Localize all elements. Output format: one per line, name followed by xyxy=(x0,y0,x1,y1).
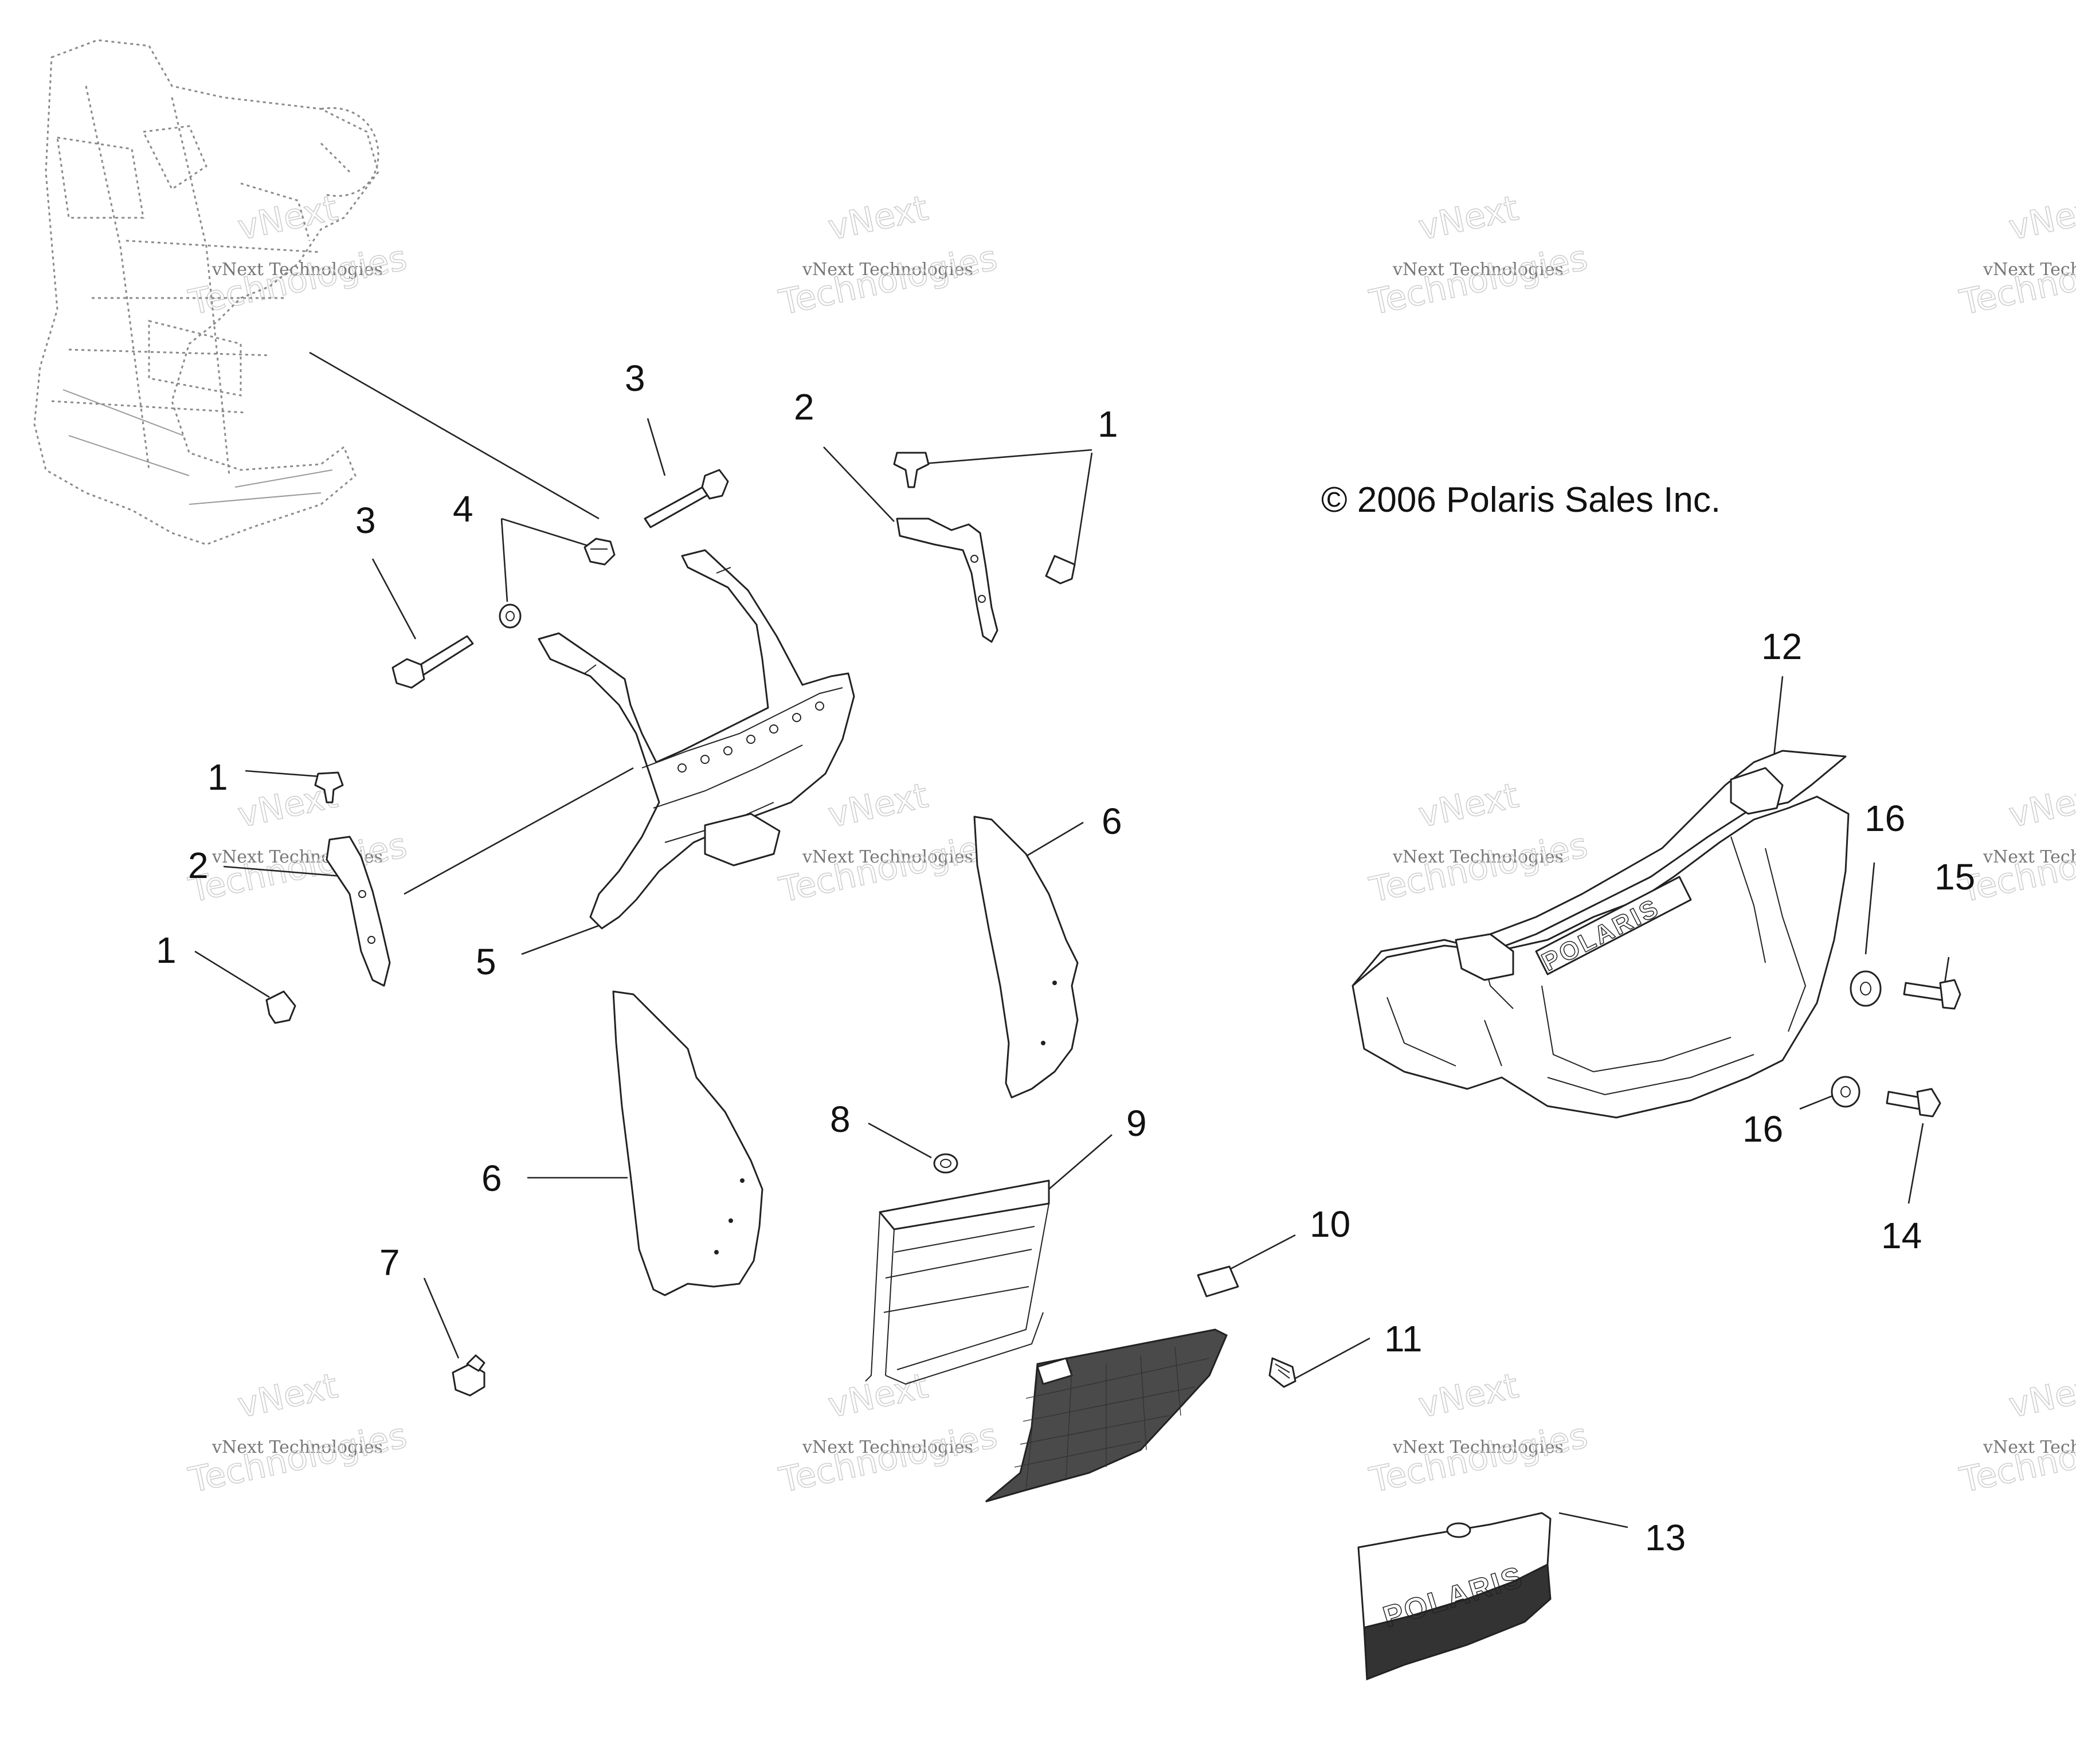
callout-11: 11 xyxy=(1384,1318,1422,1359)
bolt-3a xyxy=(644,469,729,528)
watermark: vNext vNext Technologies Technologies xyxy=(775,187,1001,323)
watermark: vNext vNext Technologies Technologies xyxy=(775,1365,1001,1501)
callout-1: 1 xyxy=(1098,403,1118,445)
svg-text:vNext Technologies: vNext Technologies xyxy=(802,1437,973,1457)
svg-text:vNext Technologies: vNext Technologies xyxy=(211,1437,383,1457)
callout-6: 6 xyxy=(481,1158,502,1199)
callout-labels: 1 2 3 3 4 1 2 1 5 6 6 7 8 9 10 11 12 13 … xyxy=(156,358,1975,1558)
callout-1: 1 xyxy=(156,930,177,971)
mesh-pattern xyxy=(1014,1346,1210,1491)
push-rivet-1b xyxy=(1045,555,1076,585)
svg-text:vNext: vNext xyxy=(825,775,931,836)
front-fascia: POLARIS xyxy=(1352,750,1850,1119)
washer-16b xyxy=(1831,1076,1860,1108)
grommet-8 xyxy=(933,1153,958,1174)
svg-text:vNext: vNext xyxy=(825,1366,931,1426)
callout-10: 10 xyxy=(1310,1204,1350,1245)
callout-13: 13 xyxy=(1645,1517,1686,1558)
svg-text:Technologies: Technologies xyxy=(185,1416,410,1501)
side-panel-left xyxy=(612,990,763,1296)
washer-16a xyxy=(1850,970,1882,1007)
callout-12: 12 xyxy=(1761,626,1802,667)
copyright-notice: © 2006 Polaris Sales Inc. xyxy=(1321,480,1721,520)
svg-text:Technologies: Technologies xyxy=(775,1416,1001,1501)
callout-3: 3 xyxy=(355,500,376,541)
push-rivet-1a xyxy=(893,452,930,488)
screw-7 xyxy=(452,1354,485,1397)
svg-text:vNext Technologies: vNext Technologies xyxy=(1983,260,2076,280)
svg-text:Technologies: Technologies xyxy=(1956,238,2076,323)
watermark: vNext vNext Technologies Technologies xyxy=(1365,187,1591,323)
bumper-mount-holes xyxy=(677,701,824,773)
svg-text:Technologies: Technologies xyxy=(1956,1416,2076,1501)
svg-text:Technologies: Technologies xyxy=(1366,238,1591,323)
flange-nut-4 xyxy=(583,538,616,566)
svg-text:vNext Technologies: vNext Technologies xyxy=(802,847,973,867)
side-panel-right xyxy=(973,816,1079,1099)
svg-text:vNext: vNext xyxy=(1415,775,1522,836)
callout-6: 6 xyxy=(1102,801,1122,842)
vehicle-frame-reference xyxy=(33,39,379,546)
screw-11 xyxy=(1268,1357,1296,1388)
mesh-screen xyxy=(985,1265,1239,1503)
callout-4: 4 xyxy=(453,488,473,530)
push-rivet-1d xyxy=(265,990,296,1024)
callout-7: 7 xyxy=(379,1242,400,1283)
svg-text:vNext: vNext xyxy=(1415,188,1522,248)
svg-text:vNext Technologies: vNext Technologies xyxy=(1392,260,1564,280)
svg-text:vNext Technologies: vNext Technologies xyxy=(1983,1437,2076,1457)
callout-8: 8 xyxy=(830,1099,851,1140)
watermark: vNext vNext Technologies Technologies xyxy=(1956,1365,2076,1501)
callout-2: 2 xyxy=(794,386,814,428)
callout-1: 1 xyxy=(207,756,228,798)
callout-3: 3 xyxy=(625,358,645,399)
bolt-15 xyxy=(1903,979,1961,1010)
svg-text:vNext Technologies: vNext Technologies xyxy=(802,260,973,280)
callout-16: 16 xyxy=(1865,798,1905,839)
mount-bracket-lower xyxy=(326,836,391,987)
svg-text:vNext Technologies: vNext Technologies xyxy=(1983,847,2076,867)
svg-text:Technologies: Technologies xyxy=(1366,825,1591,911)
svg-text:Technologies: Technologies xyxy=(185,825,410,911)
washer-4 xyxy=(499,603,522,629)
svg-text:vNext: vNext xyxy=(1415,1366,1522,1426)
front-bumper-frame xyxy=(538,549,855,930)
bolt-3b xyxy=(391,635,474,689)
svg-text:Technologies: Technologies xyxy=(1366,1416,1591,1501)
push-rivet-1c xyxy=(314,771,344,803)
callout-5: 5 xyxy=(476,941,496,982)
watermark: vNext vNext Technologies Technologies xyxy=(185,1365,410,1501)
svg-text:vNext: vNext xyxy=(2006,775,2076,836)
watermark: vNext vNext Technologies Technologies xyxy=(1956,187,2076,323)
callout-14: 14 xyxy=(1881,1215,1922,1256)
mount-bracket-upper xyxy=(896,518,998,643)
svg-text:Technologies: Technologies xyxy=(775,238,1001,323)
svg-text:vNext: vNext xyxy=(234,1366,341,1426)
svg-text:vNext: vNext xyxy=(2006,188,2076,248)
callout-15: 15 xyxy=(1934,856,1975,897)
callout-9: 9 xyxy=(1126,1103,1147,1144)
callout-2: 2 xyxy=(188,845,209,886)
svg-text:vNext: vNext xyxy=(2006,1366,2076,1426)
callout-16: 16 xyxy=(1742,1108,1783,1150)
svg-text:vNext Technologies: vNext Technologies xyxy=(211,260,383,280)
watermark: vNext vNext Technologies Technologies xyxy=(1365,775,1591,911)
leader-lines xyxy=(194,351,1950,1528)
svg-text:vNext Technologies: vNext Technologies xyxy=(1392,1437,1564,1457)
svg-text:vNext: vNext xyxy=(234,188,341,248)
watermark: vNext vNext Technologies Technologies xyxy=(1365,1365,1591,1501)
grille-frame xyxy=(865,1179,1050,1385)
svg-text:vNext Technologies: vNext Technologies xyxy=(1392,847,1564,867)
lower-grille-badge: POLARIS xyxy=(1357,1512,1552,1681)
svg-text:vNext: vNext xyxy=(825,188,931,248)
svg-text:Technologies: Technologies xyxy=(775,825,1001,911)
bolt-14 xyxy=(1886,1088,1941,1118)
